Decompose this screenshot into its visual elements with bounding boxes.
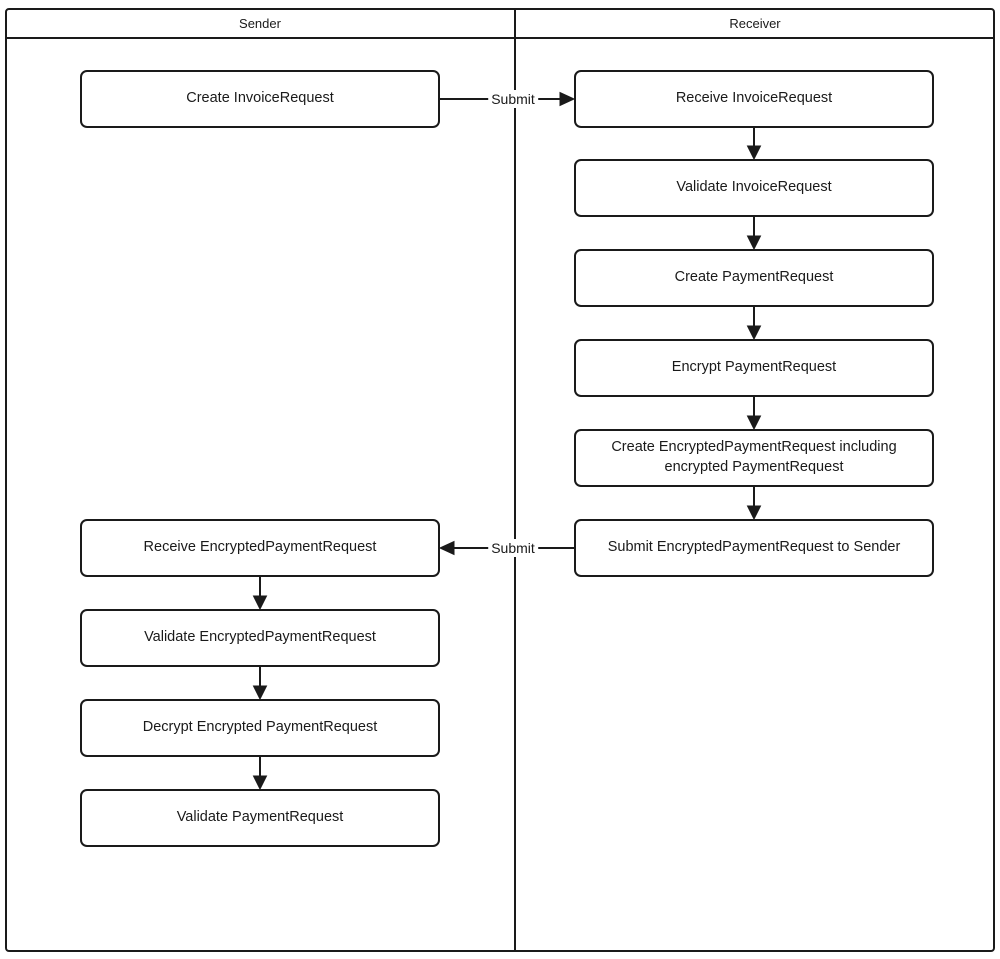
node-label: Validate InvoiceRequest [676,179,832,196]
lane-header-separator [6,37,994,39]
lane-divider [514,9,516,951]
node-create-invoice-request: Create InvoiceRequest [80,70,440,128]
node-create-payment-request: Create PaymentRequest [574,249,934,307]
node-label: Decrypt Encrypted PaymentRequest [142,719,378,736]
lane-header-sender-label: Sender [239,15,281,31]
lane-header-receiver: Receiver [515,9,995,37]
node-label: Validate EncryptedPaymentRequest [144,629,376,646]
edge-label-submit-invoice: Submit [488,90,538,108]
node-label: Encrypt PaymentRequest [671,359,837,376]
node-label: Receive EncryptedPaymentRequest [143,539,377,556]
node-label: Create InvoiceRequest [186,90,334,107]
node-decrypt-encrypted-payment-request: Decrypt Encrypted PaymentRequest [80,699,440,757]
node-submit-encrypted-payment-request-to-sender: Submit EncryptedPaymentRequest to Sender [574,519,934,577]
node-label: Validate PaymentRequest [176,809,344,826]
lane-header-receiver-label: Receiver [729,15,781,31]
node-label: Create EncryptedPaymentRequest including… [611,439,897,475]
node-receive-invoice-request: Receive InvoiceRequest [574,70,934,128]
node-receive-encrypted-payment-request: Receive EncryptedPaymentRequest [80,519,440,577]
edge-label-submit-encrypted-payment: Submit [488,539,538,557]
lane-header-sender: Sender [5,9,515,37]
node-label: Submit EncryptedPaymentRequest to Sender [607,539,901,556]
node-validate-invoice-request: Validate InvoiceRequest [574,159,934,217]
node-encrypt-payment-request: Encrypt PaymentRequest [574,339,934,397]
node-validate-payment-request: Validate PaymentRequest [80,789,440,847]
node-label: Create PaymentRequest [674,269,834,286]
node-label: Receive InvoiceRequest [675,90,833,107]
node-create-encrypted-payment-request: Create EncryptedPaymentRequest including… [574,429,934,487]
node-validate-encrypted-payment-request: Validate EncryptedPaymentRequest [80,609,440,667]
